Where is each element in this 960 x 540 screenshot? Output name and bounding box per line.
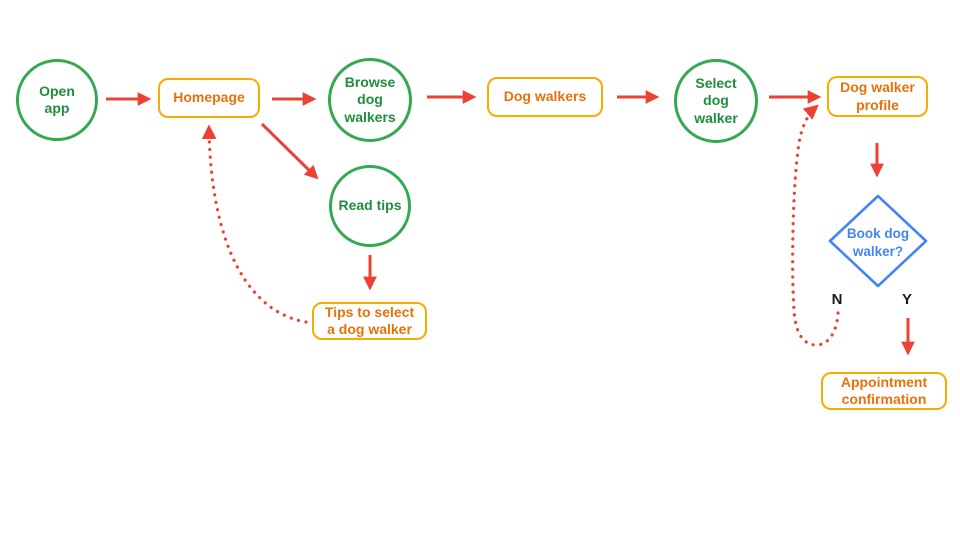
node-tips-to-select[interactable]: Tips to select a dog walker	[312, 302, 427, 340]
node-read-tips-label: Read tips	[338, 197, 402, 214]
node-homepage-label: Homepage	[173, 89, 245, 106]
node-dog-walkers[interactable]: Dog walkers	[487, 77, 603, 117]
decision-no-label: N	[831, 290, 843, 308]
node-select-dog-walker[interactable]: Select dog walker	[674, 59, 758, 143]
decision-yes-label: Y	[901, 290, 912, 308]
node-dog-walker-profile[interactable]: Dog walker profile	[827, 76, 928, 117]
node-appointment-confirmation[interactable]: Appointment confirmation	[821, 372, 947, 410]
node-homepage[interactable]: Homepage	[158, 78, 260, 118]
node-read-tips[interactable]: Read tips	[329, 165, 411, 247]
node-tips-to-select-label: Tips to select a dog walker	[324, 303, 415, 338]
edge-decision-no-to-profile-dotted	[791, 104, 840, 347]
edge-homepage-to-read-tips	[260, 122, 319, 180]
decision-diamond-shape	[828, 194, 928, 288]
node-book-dog-walker[interactable]: Book dog walker?	[822, 190, 934, 296]
node-appointment-confirmation-label: Appointment confirmation	[840, 373, 928, 408]
node-book-dog-walker-label: Book dog walker?	[846, 226, 910, 259]
node-open-app-label: Open app	[39, 82, 75, 117]
node-browse-dog-walkers[interactable]: Browse dog walkers	[328, 58, 412, 142]
node-dog-walker-profile-label: Dog walker profile	[840, 79, 915, 113]
node-browse-dog-walkers-label: Browse dog walkers	[344, 73, 396, 125]
node-select-dog-walker-label: Select dog walker	[694, 74, 738, 126]
edge-tips-box-to-homepage-dotted	[201, 124, 308, 324]
node-open-app[interactable]: Open app	[16, 59, 98, 141]
node-dog-walkers-label: Dog walkers	[503, 88, 587, 105]
